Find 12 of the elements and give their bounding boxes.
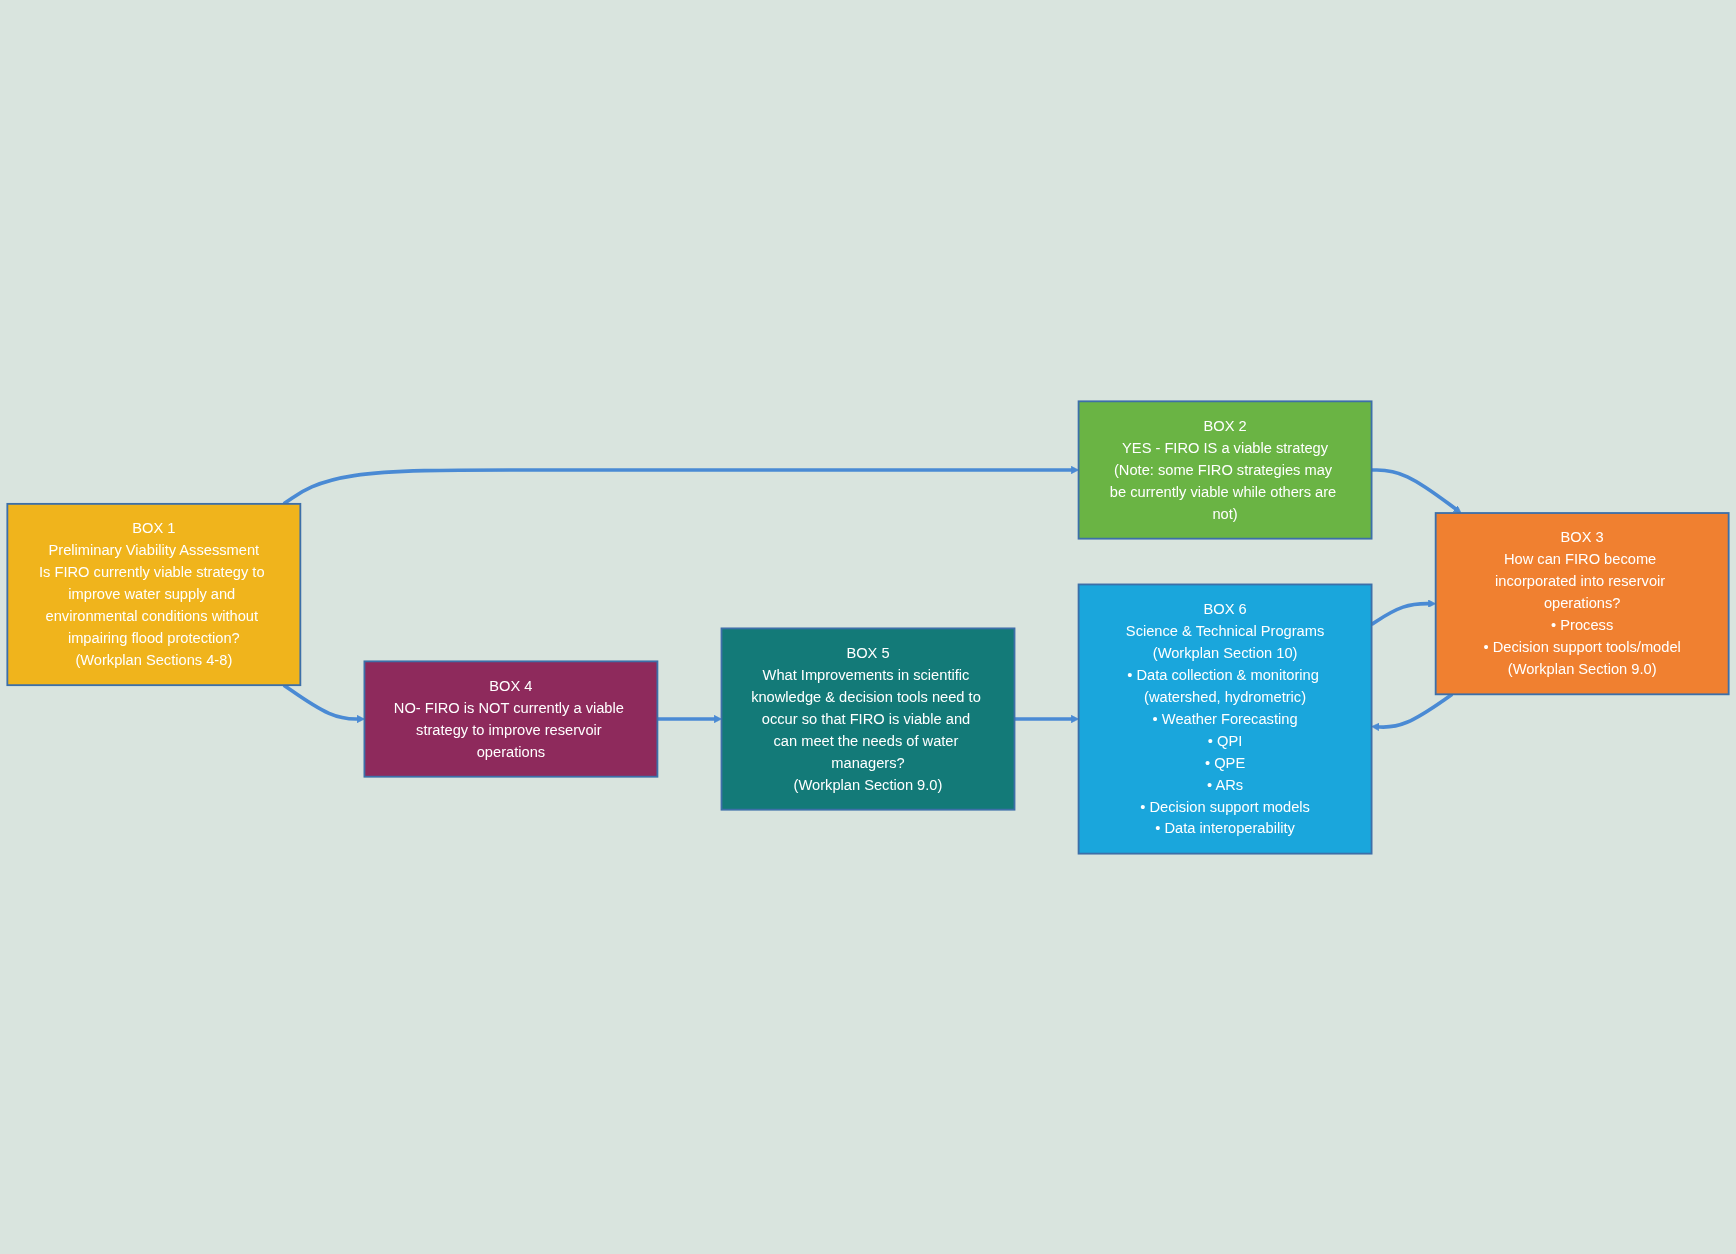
node-box: BOX 4 NO- FIRO is NOT currently a viable strategy to improve reservoir operations [363, 659, 659, 778]
node-box: BOX 1 Preliminary Viability Assessment Is FIRO currently viable strategy to improve water supply and environmental conditions without impairing flood protection? (Workplan Sections 4-8) [6, 502, 302, 686]
arrow [657, 714, 722, 723]
arrow [1371, 467, 1462, 513]
node-box: BOX 2 YES - FIRO IS a viable strategy (Note: some FIRO strategies may be currently viable while others are not) [1077, 399, 1373, 540]
node-box: BOX 3 How can FIRO become incorporated into reservoir operations? • Process • Decision support tools/model (Workplan Section 9.0) [1434, 511, 1730, 695]
arrow [1014, 714, 1079, 723]
arrow [282, 465, 1079, 505]
node-box: BOX 6 Science & Technical Programs (Workplan Section 10) • Data collection & monitoring (watershed, hydrometric) • Weather Forecasting • QPI • QPE • ARs • Decision support models • Data interoperability [1077, 583, 1373, 855]
node-box: BOX 5 What Improvements in scientific knowledge & decision tools need to occur so that FIRO is viable and can meet the needs of water managers? (Workplan Section 9.0) [720, 627, 1016, 811]
arrow [1371, 692, 1454, 731]
arrow [282, 683, 365, 723]
